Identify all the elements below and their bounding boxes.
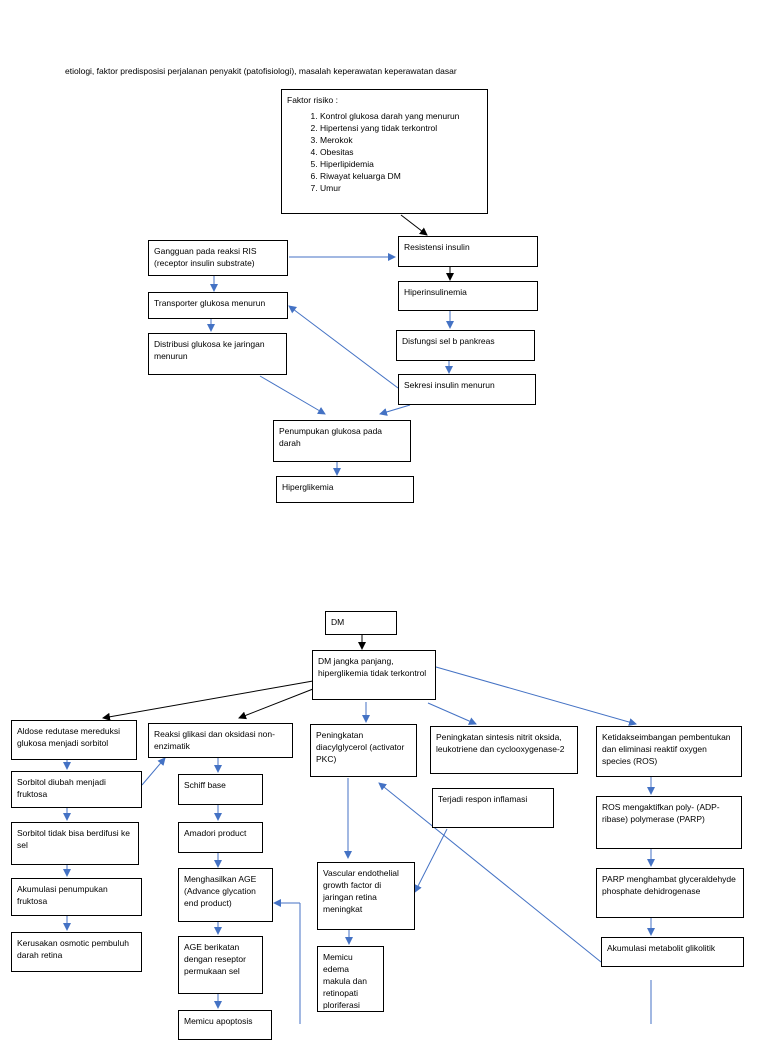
risk-factor-box: Faktor risiko : Kontrol glukosa darah ya… bbox=[281, 89, 488, 214]
hyperglycemia-box: Hiperglikemia bbox=[276, 476, 414, 503]
macular-edema-box: Memicu edema makula dan retinopati plori… bbox=[317, 946, 384, 1012]
inflammation-box: Terjadi respon inflamasi bbox=[432, 788, 554, 828]
vegf-box: Vascular endothelial growth factor di ja… bbox=[317, 862, 415, 930]
glucose-accumulation-box: Penumpukan glukosa pada darah bbox=[273, 420, 411, 462]
age-receptor-box: AGE berikatan dengan reseptor permukaan … bbox=[178, 936, 263, 994]
glucose-distribution-box: Distribusi glukosa ke jaringan menurun bbox=[148, 333, 287, 375]
nitric-oxide-box: Peningkatan sintesis nitrit oksida, leuk… bbox=[430, 726, 578, 774]
risk-factor-list: Kontrol glukosa darah yang menurun Hiper… bbox=[287, 110, 482, 194]
sorbitol-fructose-box: Sorbitol diubah menjadi fruktosa bbox=[11, 771, 142, 808]
glycation-oxidation-box: Reaksi glikasi dan oksidasi non-enzimati… bbox=[148, 723, 293, 758]
risk-factor-item: Obesitas bbox=[320, 146, 482, 158]
risk-factor-item: Hiperlipidemia bbox=[320, 158, 482, 170]
diacylglycerol-box: Peningkatan diacylglycerol (activator PK… bbox=[310, 724, 417, 777]
glycolytic-accumulation-box: Akumulasi metabolit glikolitik bbox=[601, 937, 744, 967]
page-title: etiologi, faktor predisposisi perjalanan… bbox=[65, 66, 457, 76]
risk-factor-item: Kontrol glukosa darah yang menurun bbox=[320, 110, 482, 122]
long-term-dm-box: DM jangka panjang, hiperglikemia tidak t… bbox=[312, 650, 436, 700]
aldose-reductase-box: Aldose redutase mereduksi glukosa menjad… bbox=[11, 720, 137, 760]
apoptosis-box: Memicu apoptosis bbox=[178, 1010, 272, 1040]
risk-factor-item: Umur bbox=[320, 182, 482, 194]
ris-disruption-box: Gangguan pada reaksi RIS (receptor insul… bbox=[148, 240, 288, 276]
amadori-product-box: Amadori product bbox=[178, 822, 263, 853]
insulin-secretion-box: Sekresi insulin menurun bbox=[398, 374, 536, 405]
risk-factor-item: Hipertensi yang tidak terkontrol bbox=[320, 122, 482, 134]
fructose-accumulation-box: Akumulasi penumpukan fruktosa bbox=[11, 878, 142, 916]
dm-box: DM bbox=[325, 611, 397, 635]
beta-cell-dysfunction-box: Disfungsi sel b pankreas bbox=[396, 330, 535, 361]
parp-inhibition-box: PARP menghambat glyceraldehyde phosphate… bbox=[596, 868, 744, 918]
parp-activation-box: ROS mengaktifkan poly- (ADP-ribase) poly… bbox=[596, 796, 742, 849]
insulin-resistance-box: Resistensi insulin bbox=[398, 236, 538, 267]
hyperinsulinemia-box: Hiperinsulinemia bbox=[398, 281, 538, 311]
glucose-transporter-box: Transporter glukosa menurun bbox=[148, 292, 288, 319]
risk-factor-item: Merokok bbox=[320, 134, 482, 146]
risk-factor-heading: Faktor risiko : bbox=[287, 95, 339, 105]
schiff-base-box: Schiff base bbox=[178, 774, 263, 805]
sorbitol-diffusion-box: Sorbitol tidak bisa berdifusi ke sel bbox=[11, 822, 139, 865]
age-production-box: Menghasilkan AGE (Advance glycation end … bbox=[178, 868, 273, 922]
ros-imbalance-box: Ketidakseimbangan pembentukan dan elimin… bbox=[596, 726, 742, 777]
risk-factor-item: Riwayat keluarga DM bbox=[320, 170, 482, 182]
osmotic-damage-box: Kerusakan osmotic pembuluh darah retina bbox=[11, 932, 142, 972]
